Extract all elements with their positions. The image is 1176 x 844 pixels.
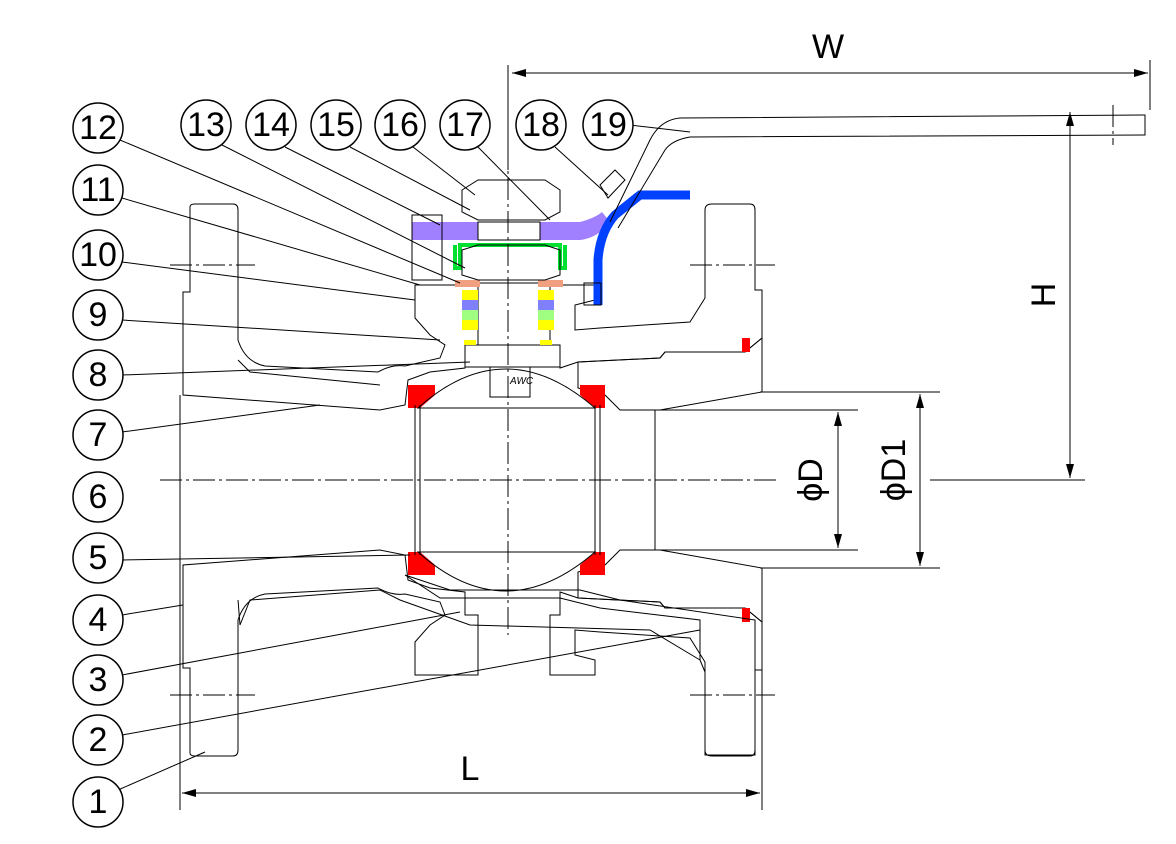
callout-4: 4 <box>72 594 124 646</box>
upper-nut <box>461 179 561 221</box>
valve-body-lower <box>182 549 763 757</box>
callout-16: 16 <box>374 99 426 151</box>
callout-15: 15 <box>310 99 362 151</box>
gland-plate <box>412 222 478 240</box>
svg-text:10: 10 <box>79 236 117 274</box>
callout-3: 3 <box>72 654 124 706</box>
svg-text:3: 3 <box>89 661 108 699</box>
svg-text:6: 6 <box>89 478 108 516</box>
callout-6: 6 <box>72 471 124 523</box>
lower-nut <box>461 244 561 281</box>
callout-10: 10 <box>72 229 124 281</box>
dim-D-label: ϕD <box>792 458 830 502</box>
callout-11: 11 <box>72 164 124 216</box>
dim-D1-label: ϕD1 <box>875 439 913 502</box>
callout-14: 14 <box>245 99 297 151</box>
svg-text:14: 14 <box>252 106 290 144</box>
callout-8: 8 <box>72 349 124 401</box>
svg-text:7: 7 <box>89 416 108 454</box>
dim-L-label: L <box>461 750 480 788</box>
svg-text:4: 4 <box>89 601 108 639</box>
svg-text:2: 2 <box>89 721 108 759</box>
svg-text:11: 11 <box>80 171 115 209</box>
callout-5: 5 <box>72 532 124 584</box>
handle-outline <box>609 114 1146 229</box>
callout-13: 13 <box>180 99 232 151</box>
body-lower-connection <box>404 574 756 756</box>
svg-text:8: 8 <box>89 356 108 394</box>
svg-text:19: 19 <box>589 106 627 144</box>
svg-text:1: 1 <box>89 783 108 821</box>
callout-19: 19 <box>582 99 634 151</box>
callout-9: 9 <box>72 289 124 341</box>
svg-text:13: 13 <box>187 106 225 144</box>
callout-7: 7 <box>72 409 124 461</box>
handle-lever <box>593 190 690 305</box>
svg-text:12: 12 <box>79 109 117 147</box>
svg-text:16: 16 <box>381 106 419 144</box>
body-inner-outline <box>237 589 701 661</box>
dim-H-label: H <box>1025 283 1063 308</box>
svg-text:15: 15 <box>317 106 355 144</box>
svg-text:9: 9 <box>89 296 108 334</box>
lock-clip <box>453 243 567 270</box>
stem-mark: AWC <box>509 376 534 387</box>
stem-head <box>464 344 561 368</box>
callout-12: 12 <box>72 102 124 154</box>
packing-rings <box>455 280 563 345</box>
leader-lines <box>117 124 701 791</box>
callout-2: 2 <box>72 714 124 766</box>
callout-18: 18 <box>515 99 567 151</box>
svg-text:5: 5 <box>89 539 108 577</box>
callout-1: 1 <box>72 776 124 828</box>
svg-text:17: 17 <box>446 106 484 144</box>
svg-text:18: 18 <box>522 106 560 144</box>
callout-17: 17 <box>439 99 491 151</box>
dim-W-label: W <box>812 28 844 66</box>
